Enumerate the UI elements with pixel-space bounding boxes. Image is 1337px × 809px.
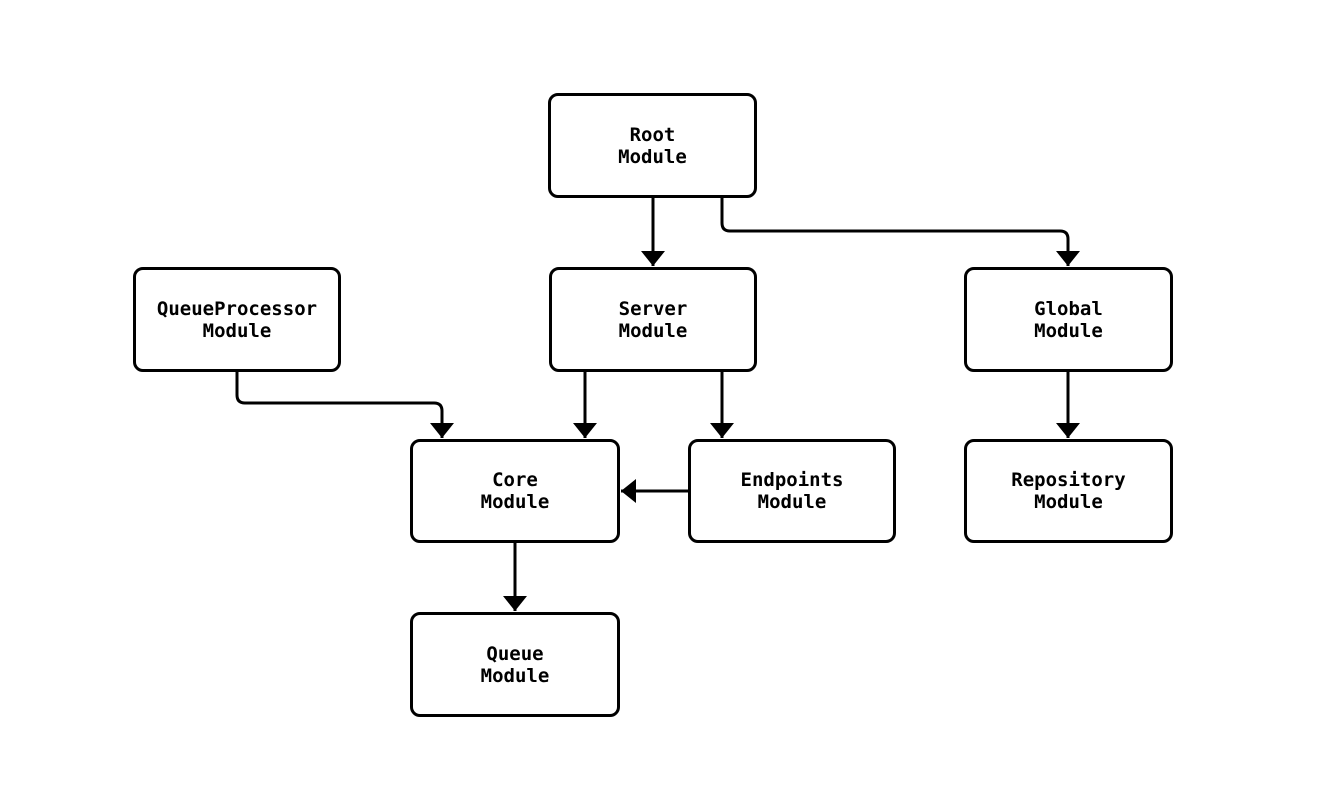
node-queueprocessor-module-label: QueueProcessor Module [156,297,318,342]
node-global-module: Global Module [964,267,1173,372]
node-server-module: Server Module [549,267,757,372]
node-core-module: Core Module [410,439,620,543]
node-repository-module: Repository Module [964,439,1173,543]
edge-root-to-global [720,198,1080,266]
node-core-module-label: Core Module [480,469,550,513]
node-endpoints-module-label: Endpoints Module [740,469,844,513]
node-queueprocessor-module: QueueProcessor Module [133,267,341,372]
node-queue-module-label: Queue Module [480,642,550,687]
edge-queueprocessor-to-core [235,372,454,438]
node-server-module-label: Server Module [618,297,688,342]
node-queue-module: Queue Module [410,612,620,717]
node-global-module-label: Global Module [1034,297,1103,342]
node-root-module-label: Root Module [618,123,687,168]
node-endpoints-module: Endpoints Module [688,439,896,543]
node-root-module: Root Module [548,93,757,198]
node-repository-module-label: Repository Module [1011,469,1126,513]
